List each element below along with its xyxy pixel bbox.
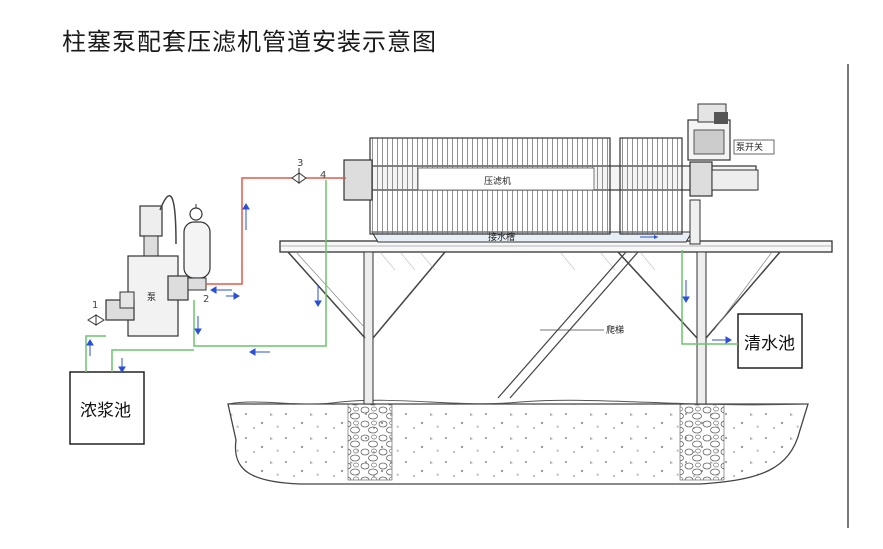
valve-1: 1 [87,300,105,326]
slurry-pool: 浓浆池 [69,371,145,445]
valve-2: 2 [203,294,209,305]
pump-label: 泵 [147,292,156,303]
pump-switch-label: 泵开关 [736,141,763,153]
ladder-label: 爬梯 [606,324,624,336]
page-title: 柱塞泵配套压滤机管道安装示意图 [62,28,437,56]
plunger-pump: 泵 [105,195,211,337]
foundation-left [347,403,393,481]
valve-4: 4 [320,170,326,181]
filter-press-label: 压滤机 [484,175,511,187]
valve-4-number: 4 [320,170,326,181]
return-pipe [85,180,738,372]
ladder: 爬梯 [497,251,639,399]
valve-3-number: 3 [297,158,303,169]
feed-pipe [206,177,346,285]
foundation-right [679,403,725,481]
flow-arrows [86,203,732,373]
ground [227,399,809,485]
valve-1-number: 1 [92,300,98,311]
clear-water-pool-label: 清水池 [744,334,795,354]
valve-3: 3 [291,158,307,184]
filter-press: 压滤机 泵开关 [343,103,775,245]
slurry-pool-label: 浓浆池 [80,401,131,421]
valve-2-number: 2 [203,294,209,305]
clear-water-pool: 清水池 [737,313,803,369]
